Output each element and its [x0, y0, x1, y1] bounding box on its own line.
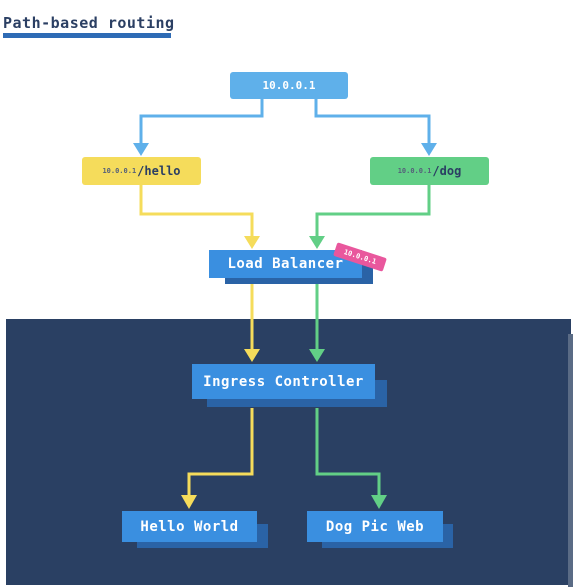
- arrowhead-lb-right: [309, 236, 325, 249]
- arrowhead-lb-left: [244, 236, 260, 249]
- edge-ic-to-dog-pic: [315, 408, 381, 498]
- hello-path-node: 10.0.0.1/hello: [82, 157, 201, 185]
- arrowhead-ic-right: [309, 349, 325, 362]
- arrowhead-hello: [133, 143, 149, 156]
- dog-path-host: 10.0.0.1: [397, 167, 432, 175]
- title-underline: [3, 33, 171, 38]
- hello-path-host: 10.0.0.1: [102, 167, 137, 175]
- edge-ip-to-hello: [139, 99, 264, 146]
- edge-dog-to-lb: [315, 185, 431, 240]
- edge-ip-to-dog: [314, 99, 431, 146]
- cluster-shadow: [568, 334, 573, 587]
- edge-ic-to-hello-world: [187, 408, 254, 498]
- dog-pic-web-node: Dog Pic Web: [307, 511, 443, 542]
- dog-path-node: 10.0.0.1/dog: [370, 157, 489, 185]
- hello-world-node: Hello World: [122, 511, 257, 542]
- arrowhead-ic-left: [244, 349, 260, 362]
- arrowhead-dog: [421, 143, 437, 156]
- diagram-title: Path-based routing: [3, 14, 175, 32]
- ingress-controller-node: Ingress Controller: [192, 364, 375, 399]
- edge-hello-to-lb: [139, 185, 254, 240]
- arrowhead-hello-world: [181, 495, 197, 509]
- arrowhead-dog-pic: [371, 495, 387, 509]
- hello-path-route: /hello: [137, 164, 181, 178]
- cluster-background: [6, 319, 571, 585]
- ip-node: 10.0.0.1: [230, 72, 348, 99]
- dog-path-route: /dog: [432, 164, 462, 178]
